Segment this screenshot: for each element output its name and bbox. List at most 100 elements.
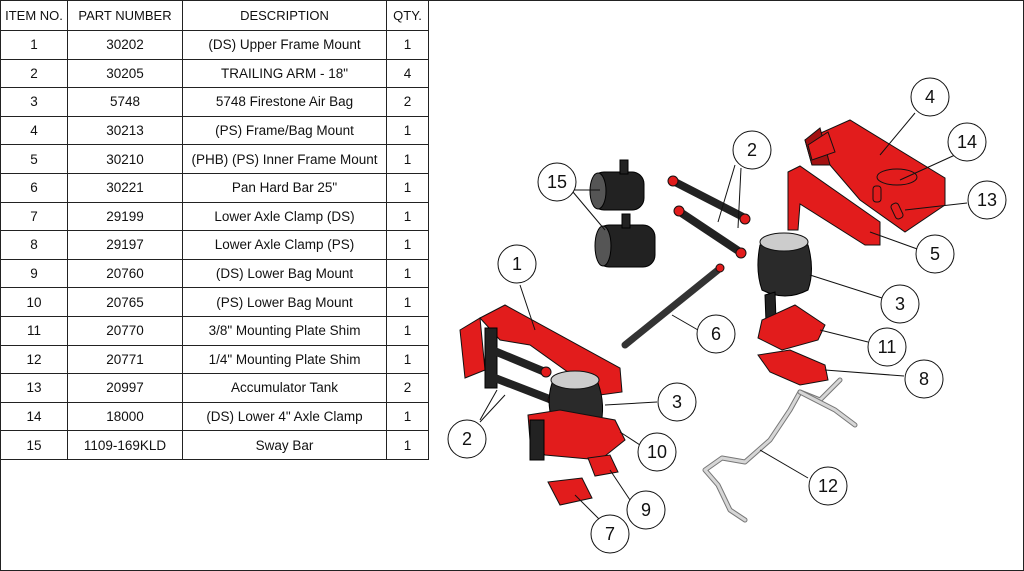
cell-description: Accumulator Tank (182, 373, 387, 403)
callout-5: 5 (915, 234, 955, 274)
callout-10-label: 11 (878, 337, 897, 357)
leader-lines (479, 112, 968, 521)
cell-part-number: 1109-169KLD (67, 430, 183, 460)
part-inner-frame-mount-ps (787, 165, 881, 246)
part-sway-bar (702, 377, 858, 523)
exploded-assembly-drawing: 4 14 13 5 2 15 3 6 11 8 12 1 (447, 77, 1007, 554)
part-pan-hard-bar (621, 263, 725, 349)
callout-15-label: 12 (818, 476, 838, 496)
callout-11: 13 (967, 180, 1007, 220)
cell-description: (PS) Lower Bag Mount (182, 287, 387, 317)
cell-description: Lower Axle Clamp (PS) (182, 230, 387, 260)
callout-11-label: 13 (977, 190, 997, 210)
cell-item-no: 11 (0, 315, 68, 346)
column-header-item-no: ITEM NO. (0, 0, 68, 31)
cell-description: (PHB) (PS) Inner Frame Mount (182, 144, 387, 174)
callout-12-label: 14 (957, 132, 977, 152)
cell-item-no: 15 (0, 430, 68, 460)
callout-3-ps: 3 (880, 284, 920, 324)
callout-2-ds-label: 2 (462, 429, 472, 449)
callout-9-label: 10 (647, 442, 667, 462)
table-header-row: ITEM NO. PART NUMBER DESCRIPTION QTY. (0, 0, 429, 31)
cell-qty: 1 (386, 172, 429, 203)
callout-1-label: 1 (512, 254, 522, 274)
callout-4: 4 (910, 77, 950, 117)
cell-qty: 1 (386, 30, 429, 60)
cell-qty: 1 (386, 115, 429, 146)
cell-part-number: 20771 (67, 344, 183, 375)
cell-item-no: 12 (0, 344, 68, 375)
callout-12: 14 (947, 122, 987, 162)
part-air-bag-ps (757, 232, 812, 297)
cell-description: TRAILING ARM - 18" (182, 58, 387, 89)
part-lower-axle-clamp-ps (757, 349, 829, 386)
cell-description: 5748 Firestone Air Bag (182, 87, 387, 117)
cell-item-no: 5 (0, 144, 68, 174)
cell-qty: 1 (386, 201, 429, 232)
cell-description: (PS) Frame/Bag Mount (182, 115, 387, 146)
cell-part-number: 20765 (67, 287, 183, 317)
callout-6-label: 6 (711, 324, 721, 344)
callout-8: 8 (904, 359, 944, 399)
part-accumulator-tank-lower (594, 213, 656, 268)
cell-qty: 2 (386, 373, 429, 403)
cell-qty: 1 (386, 344, 429, 375)
cell-qty: 4 (386, 58, 429, 89)
callout-14-label: 9 (641, 500, 651, 520)
cell-item-no: 13 (0, 373, 68, 403)
cell-description: Lower Axle Clamp (DS) (182, 201, 387, 232)
callout-7-label: 7 (605, 524, 615, 544)
callout-7: 7 (590, 514, 630, 554)
part-lower-axle-clamp-ds (547, 477, 593, 506)
callout-1: 1 (497, 244, 537, 284)
cell-part-number: 20760 (67, 258, 183, 289)
cell-qty: 1 (386, 315, 429, 346)
part-lower-bag-mount-ps (757, 291, 826, 351)
callout-3-ps-label: 3 (895, 294, 905, 314)
cell-description: Sway Bar (182, 430, 387, 460)
callout-14: 9 (626, 490, 666, 530)
cell-description: (DS) Upper Frame Mount (182, 30, 387, 60)
part-lower-axle-clamp-four-inch-ds (587, 454, 619, 477)
column-header-qty: QTY. (386, 0, 429, 31)
cell-part-number: 30210 (67, 144, 183, 174)
part-trailing-arm-top (667, 175, 751, 259)
cell-part-number: 30202 (67, 30, 183, 60)
callout-5-label: 5 (930, 244, 940, 264)
callout-10: 11 (867, 327, 907, 367)
column-header-part-number: PART NUMBER (67, 0, 183, 31)
cell-part-number: 30221 (67, 172, 183, 203)
cell-description: 1/4" Mounting Plate Shim (182, 344, 387, 375)
callout-3-ds: 3 (657, 382, 697, 422)
callout-6: 6 (696, 314, 736, 354)
cell-part-number: 29197 (67, 230, 183, 260)
callout-8-label: 8 (919, 369, 929, 389)
part-lower-bag-mount-ds (527, 409, 626, 461)
part-accumulator-tank-upper (589, 159, 645, 211)
callout-2-top: 2 (732, 130, 772, 170)
part-mounting-shim-quarter (876, 168, 918, 186)
cell-part-number: 29199 (67, 201, 183, 232)
callout-2-top-label: 2 (747, 140, 757, 160)
callout-13-label: 15 (547, 172, 567, 192)
callout-2-ds: 2 (447, 419, 487, 459)
callout-13: 15 (537, 162, 577, 202)
part-frame-bag-mount-ps (804, 119, 946, 233)
callout-15: 12 (808, 466, 848, 506)
cell-item-no: 3 (0, 87, 68, 117)
callout-9: 10 (637, 432, 677, 472)
cell-description: (DS) Lower Bag Mount (182, 258, 387, 289)
